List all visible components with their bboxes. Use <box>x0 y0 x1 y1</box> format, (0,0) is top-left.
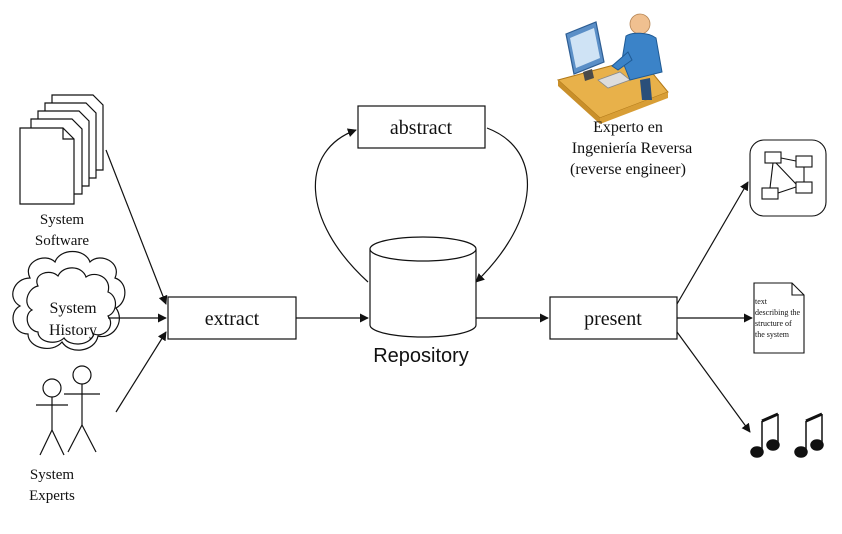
arrow-abstract-to-repository <box>475 127 529 283</box>
engineer-label-line3: (reverse engineer) <box>570 161 686 178</box>
stick-figure-icon <box>36 365 100 456</box>
extract-label: extract <box>205 308 260 330</box>
graph-diagram-icon <box>749 139 827 217</box>
present-label: present <box>584 308 642 330</box>
arrow-present-to-music <box>676 331 751 433</box>
experts-label-line2: Experts <box>29 488 75 504</box>
abstract-box <box>357 105 486 149</box>
document-text-line2: describing the <box>755 308 801 317</box>
software-label-line2: Software <box>35 233 89 249</box>
history-label-line2: History <box>49 322 97 339</box>
repository-label: Repository <box>373 345 469 367</box>
extract-box <box>167 296 297 340</box>
music-notes-icon <box>750 412 824 458</box>
history-label-line1: System <box>49 300 97 317</box>
arrow-present-to-graph <box>676 181 749 305</box>
experts-label-line1: System <box>30 467 75 483</box>
arrow-experts-to-extract <box>115 331 167 413</box>
engineer-label-line1: Experto en <box>593 119 663 136</box>
document-text-line4: the system <box>755 330 790 339</box>
document-text-line3: structure of <box>755 319 792 328</box>
present-box <box>549 296 678 340</box>
repository-cylinder <box>369 236 477 338</box>
abstract-label: abstract <box>390 117 453 139</box>
document-stack-icon <box>19 94 104 205</box>
text-document-icon <box>753 282 805 354</box>
arrow-repository-to-abstract <box>314 128 369 283</box>
computer-user-icon <box>556 13 669 124</box>
cloud-icon <box>12 250 126 351</box>
engineer-label-line2: Ingeniería Reversa <box>572 140 692 157</box>
document-text-line1: text <box>755 297 768 306</box>
software-label-line1: System <box>40 212 85 228</box>
arrow-software-to-extract <box>105 149 168 305</box>
